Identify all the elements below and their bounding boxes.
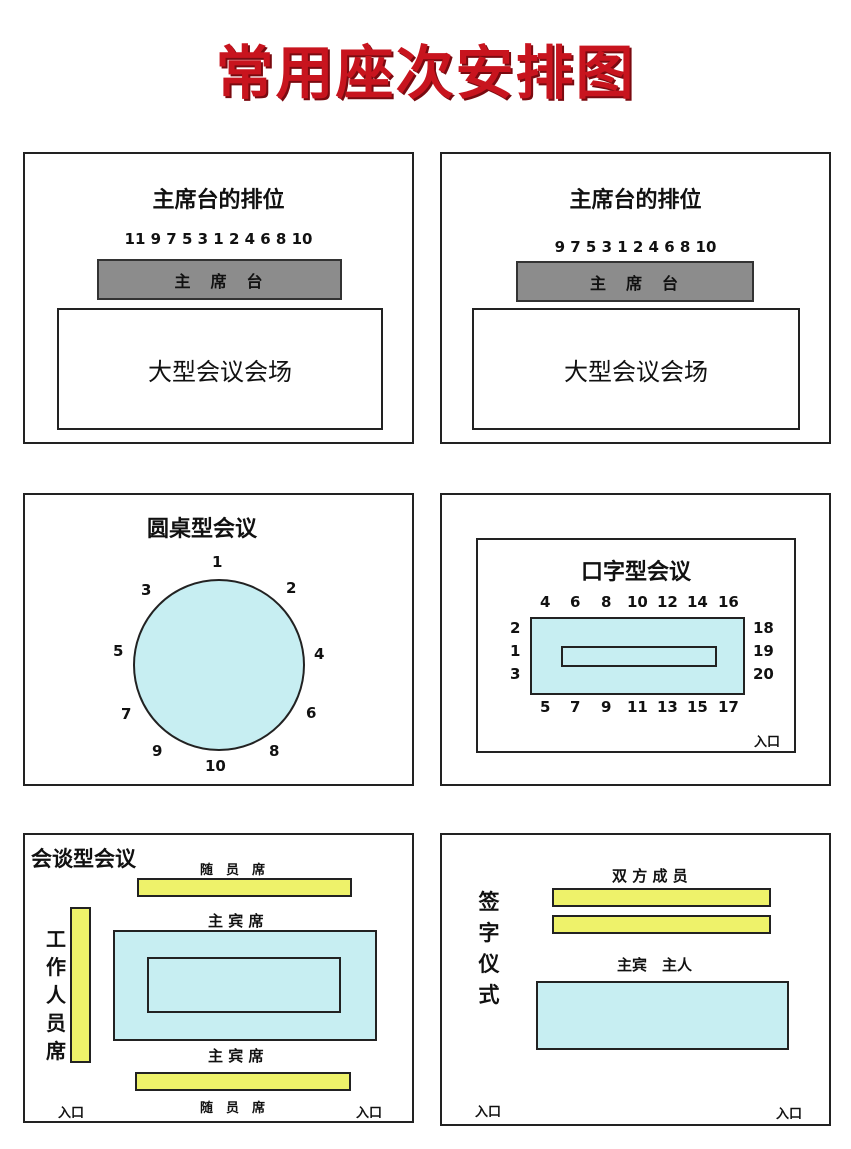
entrance-label: 入口 [356,1106,383,1121]
seat-number: 1 [510,642,521,660]
follower-seat-label: 随 员 席 [200,863,266,878]
round-table [133,579,305,751]
staff-bench [70,907,91,1063]
seat-number: 16 [718,593,739,611]
seat-number: 5 [113,642,124,660]
panel-title: 签 字 仪 式 [478,890,500,1007]
panel-podium-10: 主席台的排位 9 7 5 3 1 2 4 6 8 10 主 席 台 大型会议会场 [440,152,831,444]
follower-bench-bottom [135,1072,351,1091]
seat-number: 7 [570,698,581,716]
panel-title: 会谈型会议 [31,847,136,871]
seat-number: 17 [718,698,739,716]
seat-number: 9 [601,698,612,716]
seat-number: 20 [753,665,774,683]
seat-order: 9 7 5 3 1 2 4 6 8 10 [554,238,717,256]
seat-number: 10 [627,593,648,611]
seat-number: 8 [269,742,280,760]
members-label: 双 方 成 员 [612,867,688,885]
host-seat-label: 主 宾 席 [208,912,264,930]
seat-number: 4 [314,645,325,663]
seat-number: 2 [286,579,297,597]
table-inner-hollow [561,646,717,667]
follower-bench-top [137,878,352,897]
seat-number: 6 [306,704,317,722]
entrance-label: 入口 [776,1107,803,1122]
seat-number: 11 [627,698,648,716]
seat-number: 10 [205,757,226,775]
seat-number: 12 [657,593,678,611]
panel-talks: 会谈型会议 随 员 席 主 宾 席 工 作 人 员 席 主 宾 席 随 员 席 … [23,833,414,1123]
seat-number: 4 [540,593,551,611]
entrance-label: 入口 [475,1105,502,1120]
podium: 主 席 台 [516,261,754,302]
page-title: 常用座次安排图 [215,39,636,107]
signing-table [536,981,789,1050]
panel-podium-11: 主席台的排位 11 9 7 5 3 1 2 4 6 8 10 主 席 台 大型会… [23,152,414,444]
seat-number: 14 [687,593,708,611]
entrance-label: 入口 [58,1106,85,1121]
seat-number: 7 [121,705,132,723]
members-bench-1 [552,888,771,907]
host-seat-label: 主 宾 席 [208,1047,264,1065]
panel-title: 主席台的排位 [152,188,285,213]
seat-number: 15 [687,698,708,716]
talks-table-inner [147,957,341,1013]
panel-square-table: 口字型会议 4 6 8 10 12 14 16 2 1 3 18 19 20 5… [440,493,831,786]
seat-order: 11 9 7 5 3 1 2 4 6 8 10 [124,230,313,248]
seat-number: 3 [141,581,152,599]
seat-number: 18 [753,619,774,637]
panel-title: 圆桌型会议 [147,517,258,542]
panel-title: 口字型会议 [580,560,691,585]
seat-number: 13 [657,698,678,716]
conference-hall: 大型会议会场 [472,308,800,430]
seat-number: 9 [152,742,163,760]
seat-number: 1 [212,553,223,571]
host-guest-label: 主宾 主人 [617,956,693,974]
podium: 主 席 台 [97,259,342,300]
panel-signing: 签 字 仪 式 双 方 成 员 主宾 主人 入口 入口 [440,833,831,1126]
panel-round-table: 圆桌型会议 1 2 3 4 5 6 7 8 9 10 [23,493,414,786]
seat-number: 6 [570,593,581,611]
square-table-frame: 口字型会议 4 6 8 10 12 14 16 2 1 3 18 19 20 5… [476,538,796,753]
members-bench-2 [552,915,771,934]
follower-seat-label: 随 员 席 [200,1101,266,1116]
seat-number: 2 [510,619,521,637]
seat-number: 19 [753,642,774,660]
conference-hall: 大型会议会场 [57,308,383,430]
panel-title: 主席台的排位 [569,188,702,213]
entrance-label: 入口 [754,735,781,750]
seat-number: 5 [540,698,551,716]
staff-seat-label: 工 作 人 员 席 [46,927,66,1063]
seat-number: 8 [601,593,612,611]
seat-number: 3 [510,665,521,683]
